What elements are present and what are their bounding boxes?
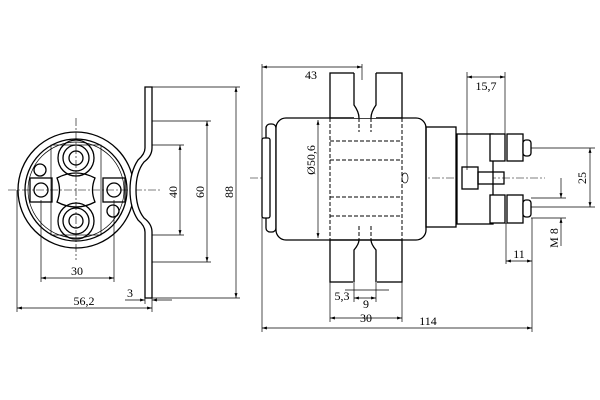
- dim-88: 88: [222, 186, 236, 198]
- terminal-bottom: [57, 202, 95, 240]
- stud-top-nuts: [489, 133, 532, 162]
- side-view: 43 Ø50,6 15,7 25 M 8 11 5,3 9 30 114: [250, 64, 595, 332]
- dim-15-7: 15,7: [476, 79, 497, 93]
- dim-56-2: 56,2: [74, 294, 95, 308]
- dim-diameter: Ø50,6: [304, 145, 318, 175]
- dim-m8: M 8: [547, 228, 561, 248]
- stud-bottom-nuts: [489, 194, 532, 224]
- solenoid-body: [275, 117, 427, 241]
- dim-30-terminals: 30: [71, 264, 83, 278]
- dim-11: 11: [513, 247, 525, 261]
- terminal-top: [57, 139, 95, 177]
- dim-43: 43: [305, 68, 317, 82]
- dim-40: 40: [166, 186, 180, 198]
- dim-60: 60: [193, 186, 207, 198]
- dim-9: 9: [363, 297, 369, 311]
- dim-5-3: 5,3: [335, 289, 350, 303]
- dim-25: 25: [575, 172, 589, 184]
- front-view: 88 60 40 30 56,2 3: [8, 86, 240, 312]
- dim-30-bracket: 30: [360, 311, 372, 325]
- dim-114: 114: [419, 314, 437, 328]
- dim-3: 3: [127, 286, 133, 300]
- mounting-bracket: [129, 86, 153, 299]
